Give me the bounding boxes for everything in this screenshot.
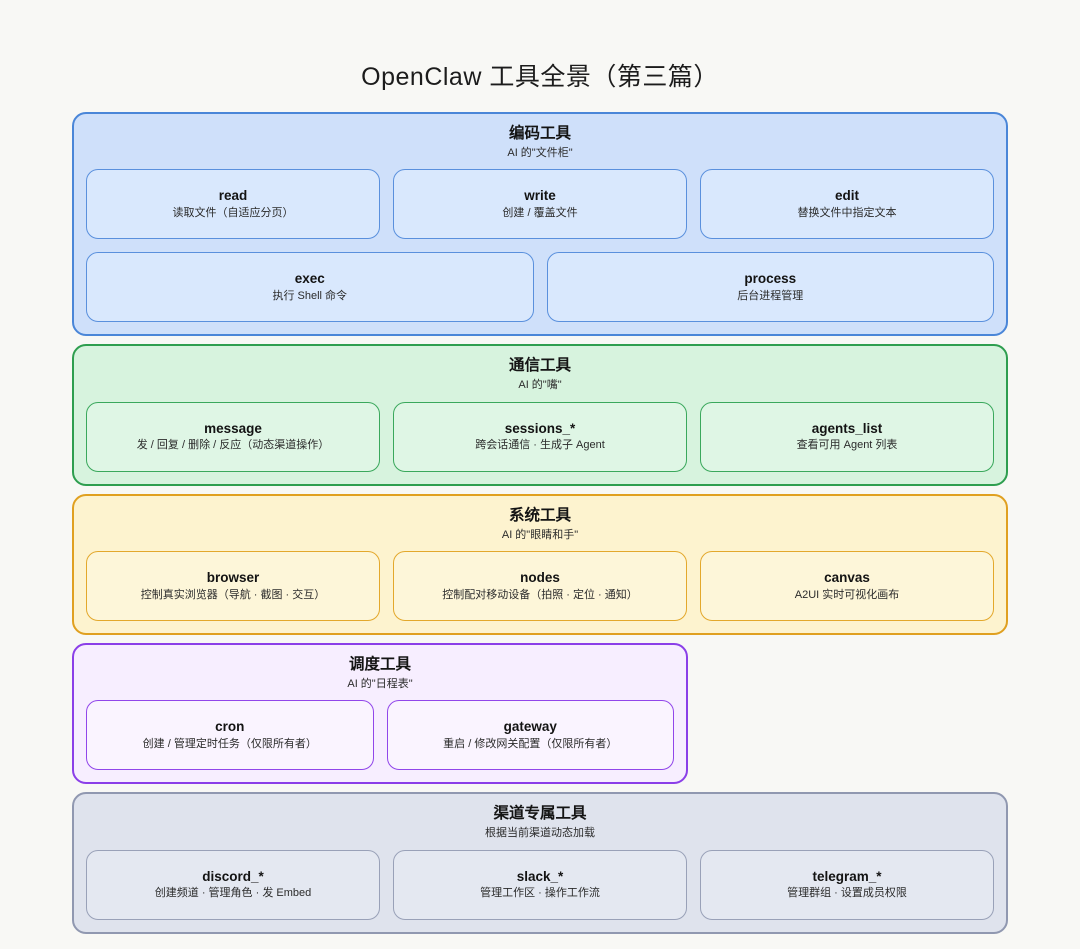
tool-card-cron[interactable]: cron 创建 / 管理定时任务（仅限所有者） <box>86 700 374 771</box>
section-header: 系统工具 AI 的"眼睛和手" <box>86 506 994 543</box>
tool-card-read[interactable]: read 读取文件（自适应分页） <box>86 169 380 240</box>
tool-card-sessions[interactable]: sessions_* 跨会话通信 · 生成子 Agent <box>393 401 687 472</box>
section-scheduling: 调度工具 AI 的"日程表" cron 创建 / 管理定时任务（仅限所有者） g… <box>72 642 688 785</box>
section-system: 系统工具 AI 的"眼睛和手" browser 控制真实浏览器（导航 · 截图 … <box>72 493 1008 635</box>
tool-name: sessions_* <box>504 420 576 436</box>
section-subtitle: AI 的"文件柜" <box>507 146 573 159</box>
tool-card-gateway[interactable]: gateway 重启 / 修改网关配置（仅限所有者） <box>386 700 674 771</box>
tool-description: A2UI 实时可视化画布 <box>794 588 900 601</box>
tool-name: agents_list <box>811 420 883 436</box>
section-subtitle: 根据当前渠道动态加载 <box>485 827 595 840</box>
tool-description: 重启 / 修改网关配置（仅限所有者） <box>443 737 618 750</box>
tool-description: 管理工作区 · 操作工作流 <box>480 887 600 900</box>
card-row: read 读取文件（自适应分页） write 创建 / 覆盖文件 edit 替换… <box>86 169 994 240</box>
tool-card-nodes[interactable]: nodes 控制配对移动设备（拍照 · 定位 · 通知） <box>393 550 687 621</box>
section-coding: 编码工具 AI 的"文件柜" read 读取文件（自适应分页） write 创建… <box>72 112 1008 337</box>
tool-name: slack_* <box>516 868 564 884</box>
card-row: discord_* 创建频道 · 管理角色 · 发 Embed slack_* … <box>86 849 994 920</box>
card-row: browser 控制真实浏览器（导航 · 截图 · 交互） nodes 控制配对… <box>86 550 994 621</box>
section-subtitle: AI 的"日程表" <box>347 677 413 690</box>
tool-description: 控制真实浏览器（导航 · 截图 · 交互） <box>140 588 326 601</box>
tool-description: 控制配对移动设备（拍照 · 定位 · 通知） <box>442 588 638 601</box>
tool-name: discord_* <box>202 868 264 884</box>
tool-description: 创建 / 管理定时任务（仅限所有者） <box>142 737 317 750</box>
tool-name: write <box>524 188 556 204</box>
tool-name: nodes <box>520 569 560 585</box>
tool-card-edit[interactable]: edit 替换文件中指定文本 <box>700 169 994 240</box>
tool-card-slack[interactable]: slack_* 管理工作区 · 操作工作流 <box>393 849 687 920</box>
page-title: OpenClaw 工具全景（第三篇） <box>361 63 719 91</box>
section-title: 渠道专属工具 <box>493 805 587 823</box>
section-subtitle: AI 的"嘴" <box>518 379 562 392</box>
tool-card-canvas[interactable]: canvas A2UI 实时可视化画布 <box>700 550 994 621</box>
card-row: exec 执行 Shell 命令 process 后台进程管理 <box>86 252 994 323</box>
tool-card-write[interactable]: write 创建 / 覆盖文件 <box>393 169 687 240</box>
tool-description: 执行 Shell 命令 <box>272 289 348 302</box>
tool-name: canvas <box>824 569 870 585</box>
card-row: message 发 / 回复 / 删除 / 反应（动态渠道操作） session… <box>86 401 994 472</box>
tool-description: 替换文件中指定文本 <box>797 206 897 219</box>
tool-name: process <box>744 271 797 287</box>
tool-description: 创建频道 · 管理角色 · 发 Embed <box>154 887 312 900</box>
tool-card-telegram[interactable]: telegram_* 管理群组 · 设置成员权限 <box>700 849 994 920</box>
tool-name: edit <box>834 188 859 204</box>
section-communication: 通信工具 AI 的"嘴" message 发 / 回复 / 删除 / 反应（动态… <box>72 344 1008 486</box>
section-channel-specific: 渠道专属工具 根据当前渠道动态加载 discord_* 创建频道 · 管理角色 … <box>72 792 1008 934</box>
sections-container: 编码工具 AI 的"文件柜" read 读取文件（自适应分页） write 创建… <box>0 112 1080 934</box>
card-row: cron 创建 / 管理定时任务（仅限所有者） gateway 重启 / 修改网… <box>86 700 674 771</box>
section-title: 系统工具 <box>508 506 571 524</box>
tool-name: exec <box>294 271 325 287</box>
tool-description: 发 / 回复 / 删除 / 反应（动态渠道操作） <box>136 439 330 452</box>
tool-description: 后台进程管理 <box>737 289 804 302</box>
tool-description: 跨会话通信 · 生成子 Agent <box>475 439 605 452</box>
tool-card-agents-list[interactable]: agents_list 查看可用 Agent 列表 <box>700 401 994 472</box>
section-header: 编码工具 AI 的"文件柜" <box>86 124 994 161</box>
section-title: 调度工具 <box>348 655 411 673</box>
section-header: 调度工具 AI 的"日程表" <box>86 655 674 692</box>
tool-description: 管理群组 · 设置成员权限 <box>787 887 907 900</box>
section-subtitle: AI 的"眼睛和手" <box>501 528 579 541</box>
section-header: 通信工具 AI 的"嘴" <box>86 356 994 393</box>
tool-name: browser <box>206 569 260 585</box>
tool-card-process[interactable]: process 后台进程管理 <box>546 252 994 323</box>
tool-name: read <box>218 188 248 204</box>
tool-card-exec[interactable]: exec 执行 Shell 命令 <box>86 252 534 323</box>
tool-card-message[interactable]: message 发 / 回复 / 删除 / 反应（动态渠道操作） <box>86 401 380 472</box>
section-title: 编码工具 <box>508 125 571 142</box>
section-title: 通信工具 <box>508 357 571 375</box>
tool-name: telegram_* <box>812 868 882 884</box>
tool-card-browser[interactable]: browser 控制真实浏览器（导航 · 截图 · 交互） <box>86 550 380 621</box>
tool-description: 读取文件（自适应分页） <box>172 206 294 219</box>
tool-name: message <box>204 420 262 436</box>
tool-name: gateway <box>503 719 557 735</box>
tool-description: 查看可用 Agent 列表 <box>796 439 898 452</box>
section-header: 渠道专属工具 根据当前渠道动态加载 <box>86 804 994 841</box>
tool-description: 创建 / 覆盖文件 <box>502 206 578 219</box>
tool-name: cron <box>215 719 245 735</box>
tool-card-discord[interactable]: discord_* 创建频道 · 管理角色 · 发 Embed <box>86 849 380 920</box>
